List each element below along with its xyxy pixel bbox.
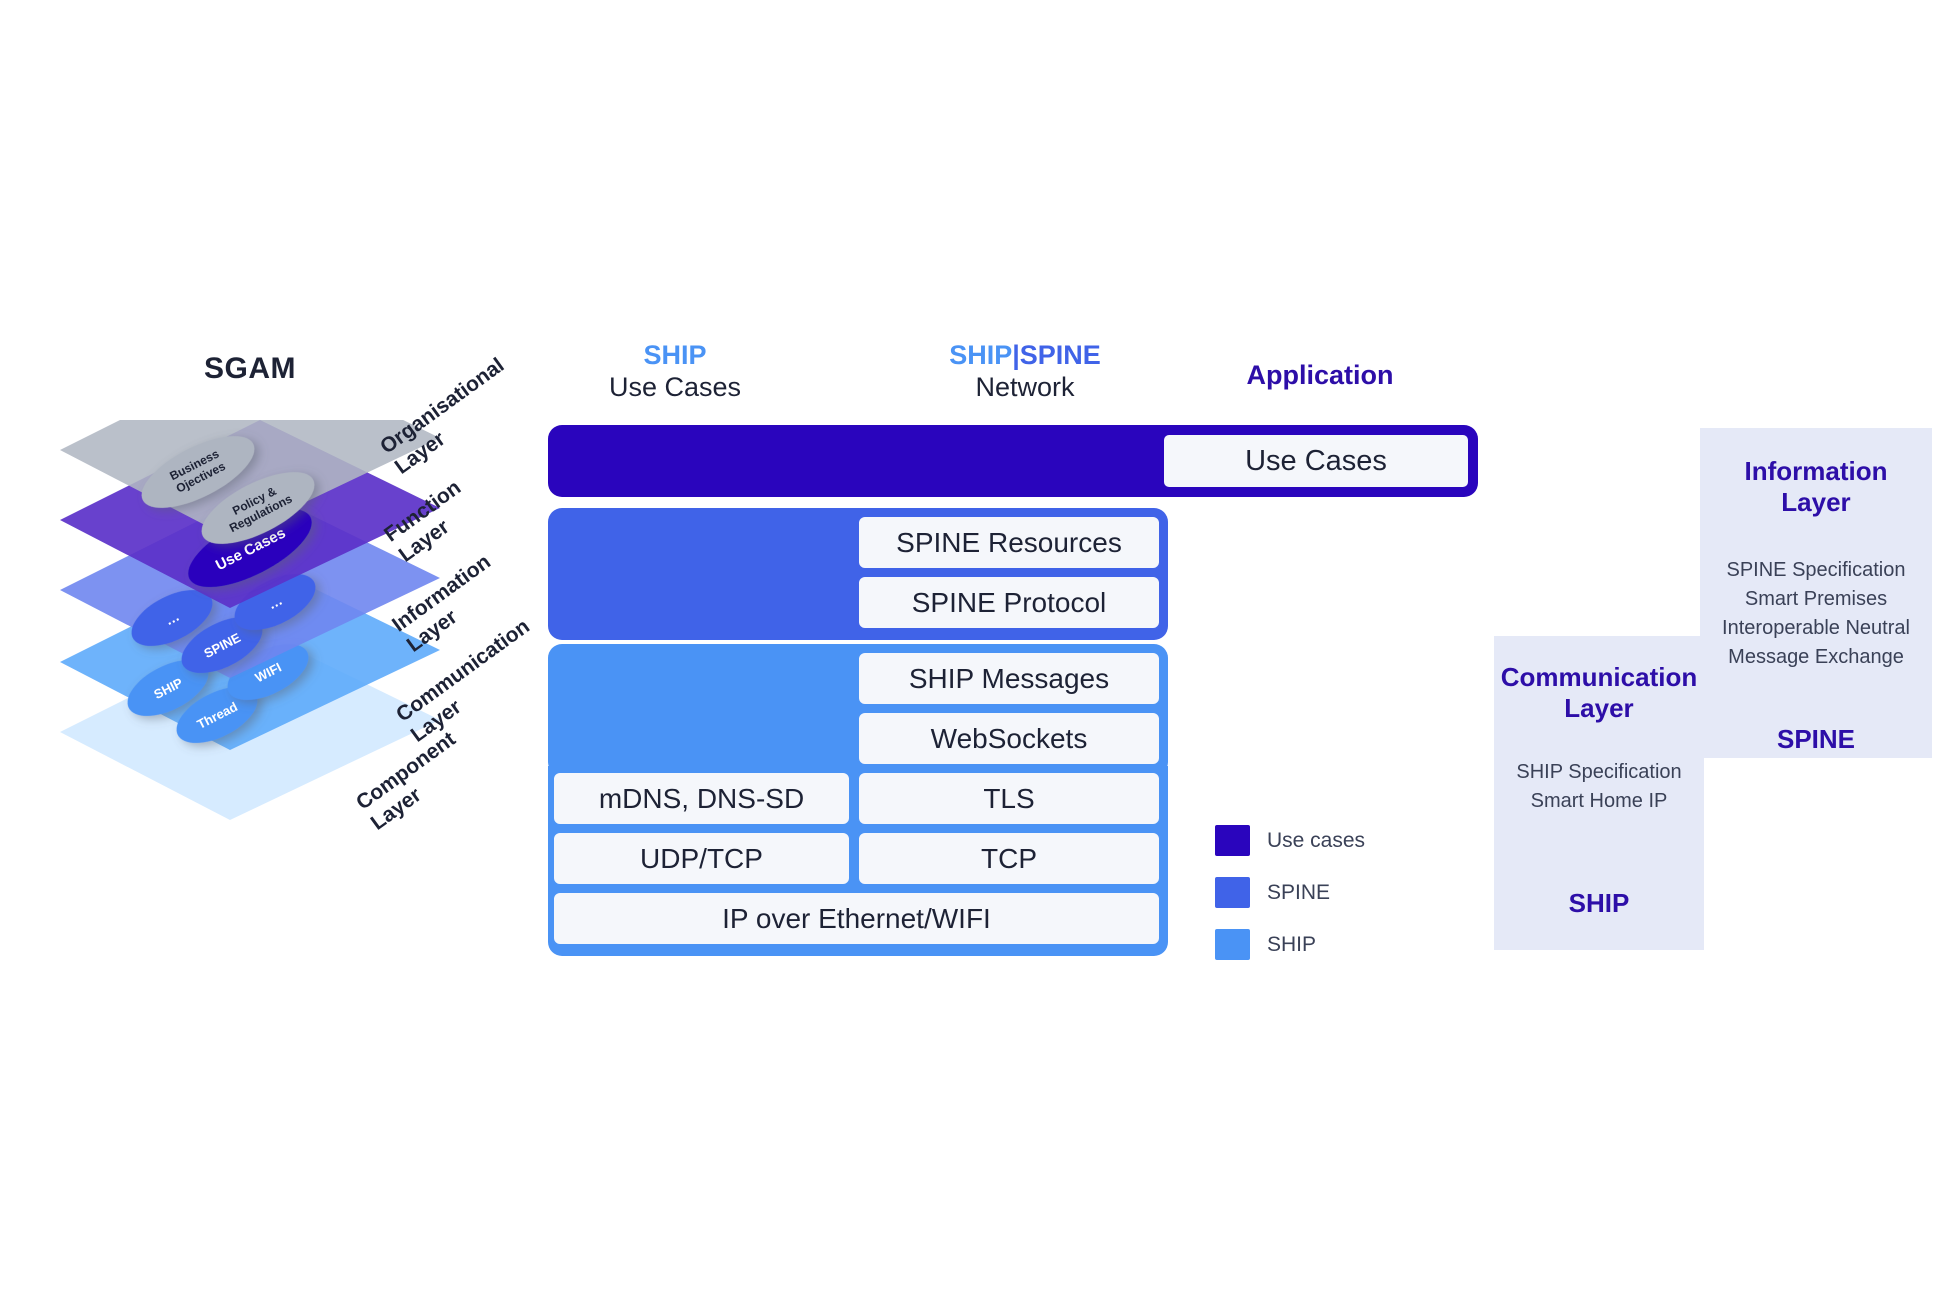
legend-item-use-cases: Use cases bbox=[1215, 825, 1365, 856]
box-ip-over-ethernet-wifi[interactable]: IP over Ethernet/WIFI bbox=[551, 890, 1162, 947]
column-header-network-label: Network bbox=[975, 372, 1075, 403]
box-tls[interactable]: TLS bbox=[856, 770, 1162, 827]
box-ship-messages[interactable]: SHIP Messages bbox=[856, 650, 1162, 707]
panel-information-layer: Information Layer SPINE Specification Sm… bbox=[1700, 428, 1932, 758]
legend-label-spine: SPINE bbox=[1267, 880, 1331, 904]
sgam-bubble-spine-dots-left: … bbox=[131, 590, 213, 646]
legend-label-ship: SHIP bbox=[1267, 932, 1317, 956]
legend-swatch-ship bbox=[1215, 929, 1250, 960]
ship-token: SHIP bbox=[949, 340, 1013, 370]
sgam-bubble-thread: Thread bbox=[176, 687, 258, 743]
svg-text:…: … bbox=[265, 592, 285, 613]
legend-item-ship: SHIP bbox=[1215, 929, 1365, 960]
panel-communication-body: SHIP Specification Smart Home IP bbox=[1516, 761, 1682, 813]
sgam-title: SGAM bbox=[204, 352, 296, 385]
box-use-cases[interactable]: Use Cases bbox=[1160, 431, 1472, 491]
legend: Use cases SPINE SHIP bbox=[1215, 825, 1365, 981]
panel-communication-title: Communication Layer bbox=[1500, 662, 1698, 724]
column-header-application-label: Application bbox=[1246, 360, 1394, 390]
panel-information-body: SPINE Specification Smart Premises Inter… bbox=[1722, 559, 1910, 669]
column-header-ship-use-cases: SHIP Use Cases bbox=[555, 340, 795, 403]
panel-information-title: Information Layer bbox=[1744, 456, 1888, 518]
sgam-bubble-spine: SPINE bbox=[181, 617, 263, 673]
legend-item-spine: SPINE bbox=[1215, 877, 1365, 908]
box-udp-tcp[interactable]: UDP/TCP bbox=[551, 830, 852, 887]
column-header-ship-label: SHIP bbox=[643, 340, 707, 370]
sgam-isometric-stack: SHIP Thread WIFI … SPINE … Use Cases bbox=[60, 420, 440, 820]
box-websockets[interactable]: WebSockets bbox=[856, 710, 1162, 767]
legend-swatch-spine bbox=[1215, 877, 1250, 908]
spine-token: SPINE bbox=[1019, 340, 1101, 370]
panel-communication-layer: Communication Layer SHIP Specification S… bbox=[1494, 636, 1704, 950]
legend-swatch-use-cases bbox=[1215, 825, 1250, 856]
sgam-bubble-ship: SHIP bbox=[127, 660, 209, 716]
box-spine-resources[interactable]: SPINE Resources bbox=[856, 514, 1162, 571]
box-tcp[interactable]: TCP bbox=[856, 830, 1162, 887]
legend-label-use-cases: Use cases bbox=[1267, 828, 1366, 852]
panel-communication-tag: SHIP bbox=[1568, 888, 1630, 919]
sgam-plane-organisational bbox=[60, 420, 440, 538]
column-header-ship-spine-label: SHIP|SPINE bbox=[880, 340, 1170, 371]
column-header-use-cases-label: Use Cases bbox=[608, 372, 742, 403]
box-spine-protocol[interactable]: SPINE Protocol bbox=[856, 574, 1162, 631]
separator-pipe: | bbox=[1012, 340, 1020, 370]
svg-text:…: … bbox=[162, 608, 182, 629]
sgam-bubble-spine-dots-right: … bbox=[234, 574, 316, 630]
sgam-bubble-policy-regulations: Policy & Regulations bbox=[201, 472, 315, 544]
panel-information-tag: SPINE bbox=[1776, 724, 1856, 755]
column-header-application: Application bbox=[1120, 360, 1520, 391]
box-mdns-dnssd[interactable]: mDNS, DNS-SD bbox=[551, 770, 852, 827]
column-header-ship-spine-network: SHIP|SPINE Network bbox=[880, 340, 1170, 403]
